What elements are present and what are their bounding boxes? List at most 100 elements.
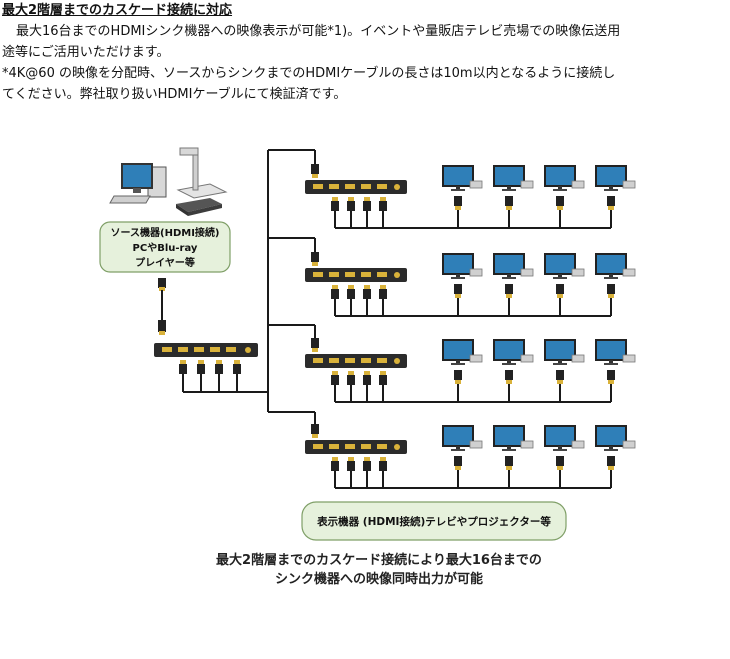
pc-monitor-icon [121, 163, 153, 189]
monitor-input-plug [454, 196, 462, 210]
sub-output-plug [379, 197, 387, 211]
sub-output-plug [363, 197, 371, 211]
receiver-box-icon [622, 354, 636, 363]
input-plug [311, 164, 319, 178]
input-plug [311, 252, 319, 266]
receiver-box-icon [571, 440, 585, 449]
sub-output-plug [331, 457, 339, 471]
receiver-box-icon [571, 180, 585, 189]
sub-splitter [305, 268, 407, 282]
monitor-input-plug [505, 196, 513, 210]
caption-line2: シンク機器への映像同時出力が可能 [275, 571, 483, 587]
monitor-input-plug [454, 284, 462, 298]
main-output-plug [179, 360, 187, 374]
receiver-box-icon [622, 268, 636, 277]
receiver-box-icon [571, 268, 585, 277]
sub-output-plug [347, 197, 355, 211]
receiver-box-icon [520, 180, 534, 189]
monitor-icon [493, 339, 534, 365]
sub-splitter [305, 440, 407, 454]
cascade-network [267, 149, 636, 489]
sub-output-plug [331, 197, 339, 211]
monitor-icon [595, 425, 636, 451]
monitor-icon [493, 165, 534, 191]
monitor-icon [442, 165, 483, 191]
section-heading: 最大2階層までのカスケード接続に対応 [2, 3, 233, 18]
monitor-input-plug [556, 370, 564, 384]
receiver-box-icon [469, 180, 483, 189]
document-camera-icon [176, 147, 228, 199]
player-box-icon [176, 198, 222, 212]
keyboard-icon [109, 195, 151, 204]
sub-output-plug [363, 371, 371, 385]
source-label: ソース機器(HDMI接続) PCやBlu-ray プレイヤー等 [99, 221, 231, 273]
paragraph2-line2: てください。弊社取り扱いHDMIケーブルにて検証済です。 [2, 87, 347, 102]
receiver-box-icon [520, 268, 534, 277]
cascade-row [268, 237, 636, 317]
monitor-icon [595, 165, 636, 191]
sub-output-plug [347, 371, 355, 385]
input-plug [311, 338, 319, 352]
source-label-line3: プレイヤー等 [135, 256, 195, 269]
receiver-box-icon [469, 440, 483, 449]
monitor-input-plug [556, 196, 564, 210]
main-output-plug [197, 360, 205, 374]
sub-output-plug [347, 457, 355, 471]
sink-label-text: 表示機器 (HDMI接続)テレビやプロジェクター等 [316, 515, 551, 528]
monitor-icon [595, 339, 636, 365]
sub-output-plug [363, 457, 371, 471]
sub-output-plug [379, 371, 387, 385]
receiver-box-icon [571, 354, 585, 363]
monitor-input-plug [505, 370, 513, 384]
receiver-box-icon [520, 354, 534, 363]
paragraph1-line1: 最大16台までのHDMIシンク機器への映像表示が可能*1)。イベントや量販店テレ… [16, 24, 621, 39]
main-splitter [154, 343, 268, 393]
monitor-icon [493, 253, 534, 279]
cascade-row [268, 411, 636, 489]
sub-splitter [305, 180, 407, 194]
monitor-icon [493, 425, 534, 451]
monitor-input-plug [505, 456, 513, 470]
sub-output-plug [379, 285, 387, 299]
sub-splitter [305, 354, 407, 368]
sink-label: 表示機器 (HDMI接続)テレビやプロジェクター等 [301, 501, 567, 541]
monitor-input-plug [607, 284, 615, 298]
source-cable [158, 278, 166, 335]
sub-output-plug [331, 371, 339, 385]
source-label-line2: PCやBlu-ray [133, 242, 198, 254]
monitor-icon [442, 253, 483, 279]
paragraph1-line2: 途等にご活用いただけます。 [2, 45, 170, 60]
monitor-input-plug [607, 370, 615, 384]
receiver-box-icon [469, 354, 483, 363]
monitor-input-plug [556, 284, 564, 298]
sub-output-plug [347, 285, 355, 299]
main-output-plug [215, 360, 223, 374]
monitor-icon [595, 253, 636, 279]
diagram-caption: 最大2階層までのカスケード接続により最大16台までの シンク機器への映像同時出力… [216, 552, 542, 587]
monitor-input-plug [454, 370, 462, 384]
monitor-input-plug [505, 284, 513, 298]
cascade-row [268, 149, 636, 229]
input-plug [311, 424, 319, 438]
monitor-icon [544, 339, 585, 365]
monitor-icon [442, 425, 483, 451]
sub-output-plug [363, 285, 371, 299]
receiver-box-icon [520, 440, 534, 449]
monitor-icon [442, 339, 483, 365]
monitor-input-plug [556, 456, 564, 470]
source-label-line1: ソース機器(HDMI接続) [111, 226, 220, 239]
receiver-box-icon [622, 180, 636, 189]
paragraph2-line1: *4K@60 の映像を分配時、ソースからシンクまでのHDMIケーブルの長さは10… [2, 66, 616, 81]
monitor-input-plug [454, 456, 462, 470]
monitor-icon [544, 165, 585, 191]
sub-output-plug [331, 285, 339, 299]
receiver-box-icon [622, 440, 636, 449]
monitor-icon [544, 253, 585, 279]
monitor-input-plug [607, 196, 615, 210]
main-output-plug [233, 360, 241, 374]
monitor-icon [544, 425, 585, 451]
description-block: 最大2階層までのカスケード接続に対応 最大16台までのHDMIシンク機器への映像… [2, 0, 722, 105]
source-devices [109, 147, 228, 216]
cascade-row [268, 324, 636, 403]
